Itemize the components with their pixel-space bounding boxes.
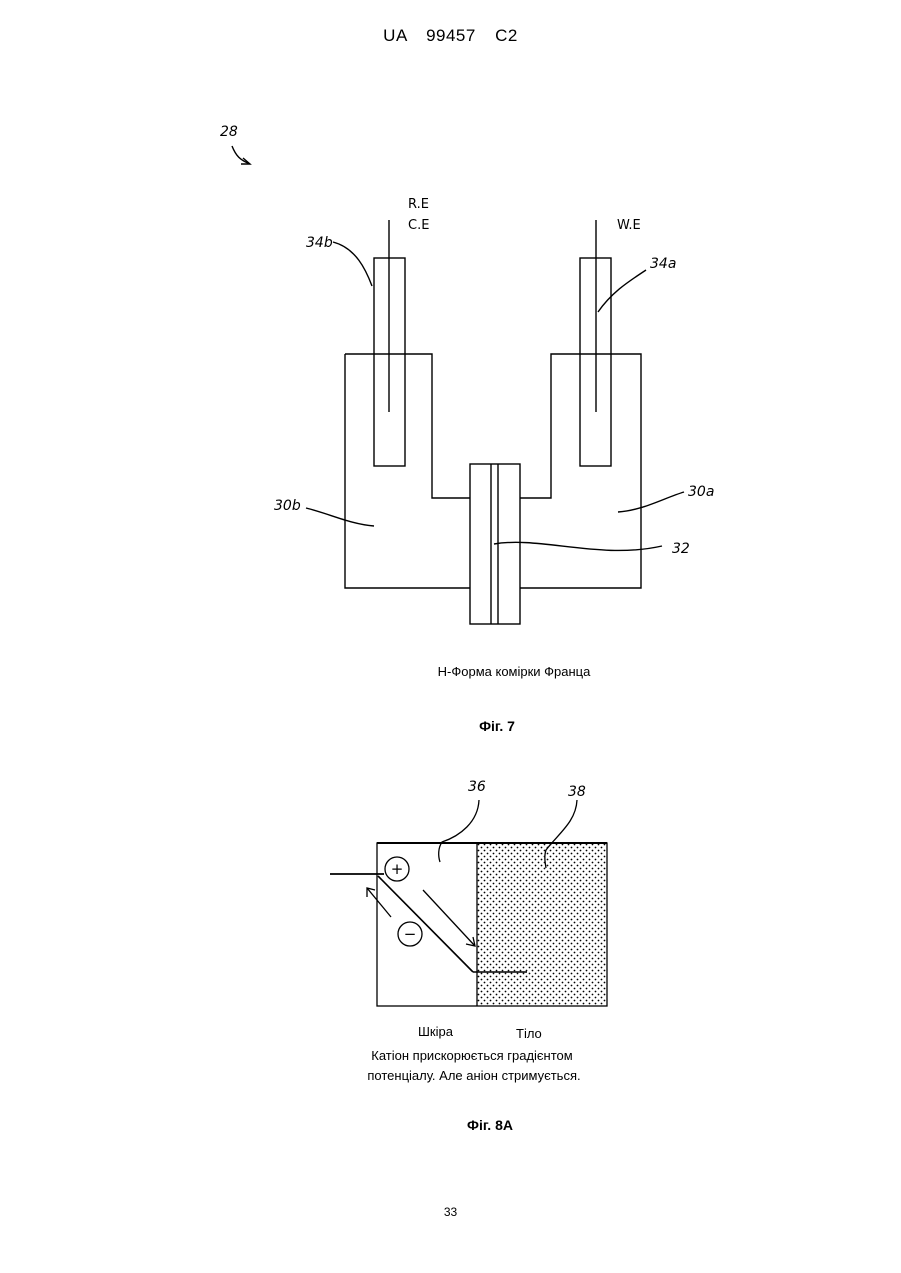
label-34a: 34a xyxy=(650,256,676,272)
skin-label: Шкіра xyxy=(418,1024,454,1039)
label-34b: 34b xyxy=(306,235,333,251)
anion-arrow xyxy=(367,888,391,917)
ref-28-label: 28 xyxy=(220,124,238,140)
diagonal-line xyxy=(378,876,473,972)
fig7-caption: H-Форма комірки Франца xyxy=(438,664,591,679)
cation-arrow xyxy=(423,890,475,946)
leader-36 xyxy=(439,800,479,862)
fig8a-caption-line2: потенціалу. Але аніон стримується. xyxy=(367,1068,580,1083)
fig7-labels: R.E C.E W.E 34b 34a 30b 30a 32 H-Форма к… xyxy=(274,197,714,734)
label-36: 36 xyxy=(468,779,486,795)
electrode-re-label: R.E xyxy=(408,197,429,212)
anion-symbol: − xyxy=(404,925,417,943)
label-30a: 30a xyxy=(688,484,714,500)
electrode-ce-label: C.E xyxy=(408,218,429,233)
body-label: Тіло xyxy=(516,1026,542,1041)
cation-symbol: + xyxy=(391,860,404,878)
label-32: 32 xyxy=(672,541,690,557)
leader-30b xyxy=(306,508,374,526)
body-region xyxy=(477,843,607,1006)
fig8a-caption-line1: Катіон прискорюється градієнтом xyxy=(371,1048,572,1063)
electrode-we-label: W.E xyxy=(617,218,641,233)
leader-34b xyxy=(333,242,372,286)
fig7-diagram: 28 xyxy=(220,124,684,624)
leader-34a xyxy=(598,270,646,312)
label-30b: 30b xyxy=(274,498,301,514)
leader-32 xyxy=(494,542,662,550)
label-38: 38 xyxy=(568,784,586,800)
page-number: 33 xyxy=(0,1205,901,1219)
fig7-title: Фіг. 7 xyxy=(479,718,515,734)
fig8a-diagram xyxy=(330,800,607,1006)
fig8a-title: Фіг. 8А xyxy=(467,1117,513,1133)
ref-28-arrowhead xyxy=(241,158,250,164)
leader-30a xyxy=(618,492,684,512)
